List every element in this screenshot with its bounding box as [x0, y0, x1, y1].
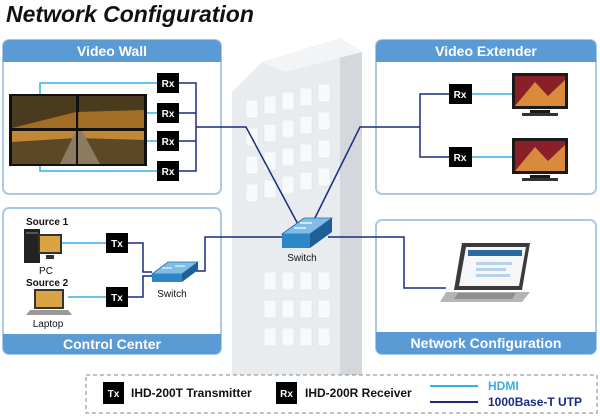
source1-label: Source 1 [26, 217, 69, 228]
rx-box: Rx [157, 103, 179, 123]
panel-title-control-center: Control Center [63, 336, 162, 352]
svg-text:Tx: Tx [111, 239, 123, 250]
legend-hdmi-text: HDMI [488, 379, 519, 393]
rx-box: Rx [157, 161, 179, 181]
tx-box: Tx [106, 287, 128, 307]
main-switch-label: Switch [287, 253, 316, 264]
legend-rx-desc: IHD-200R Receiver [305, 386, 412, 400]
panel-title-video-wall: Video Wall [77, 43, 147, 59]
laptop-config-icon [440, 243, 530, 302]
laptop-icon [26, 289, 72, 315]
source2-label: Source 2 [26, 278, 69, 289]
rx-box: Rx [449, 84, 472, 104]
laptop-label: Laptop [33, 319, 64, 330]
hdmi-lines-control-center [60, 242, 106, 298]
legend-rx-label: Rx [280, 389, 293, 400]
svg-text:Rx: Rx [454, 90, 467, 101]
utp-lines-video-extender [309, 93, 449, 229]
tv-icon [512, 73, 568, 116]
legend-tx-label: Tx [108, 389, 120, 400]
panel-title-network-configuration: Network Configuration [411, 335, 562, 351]
switch-icon [150, 261, 200, 282]
svg-text:Rx: Rx [162, 137, 175, 148]
switch-icon [280, 217, 334, 248]
svg-text:Rx: Rx [162, 79, 175, 90]
panel-title-video-extender: Video Extender [435, 43, 537, 59]
video-wall-screens [9, 94, 147, 166]
legend-rx-box [276, 382, 297, 404]
svg-text:Tx: Tx [111, 293, 123, 304]
rx-box: Rx [157, 131, 179, 151]
rx-box: Rx [157, 73, 179, 93]
legend-utp-text: 1000Base-T UTP [488, 395, 582, 409]
svg-text:Rx: Rx [454, 153, 467, 164]
switch-label: Switch [157, 289, 186, 300]
pc-icon [24, 229, 62, 263]
tx-box: Tx [106, 233, 128, 253]
page-title: Network Configuration [6, 1, 254, 27]
rx-box: Rx [449, 147, 472, 167]
pc-label: PC [39, 266, 53, 277]
svg-text:Rx: Rx [162, 109, 175, 120]
office-building [232, 38, 362, 395]
utp-lines-video-wall [179, 82, 301, 229]
utp-lines-control-center [128, 236, 286, 298]
svg-text:Rx: Rx [162, 167, 175, 178]
legend-tx-desc: IHD-200T Transmitter [131, 386, 252, 400]
utp-lines-network-config [328, 236, 446, 289]
legend-tx-box [103, 382, 124, 404]
tv-icon [512, 138, 568, 181]
legend: Tx IHD-200T Transmitter Rx IHD-200R Rece… [85, 374, 598, 414]
hdmi-lines-video-extender [472, 93, 512, 158]
